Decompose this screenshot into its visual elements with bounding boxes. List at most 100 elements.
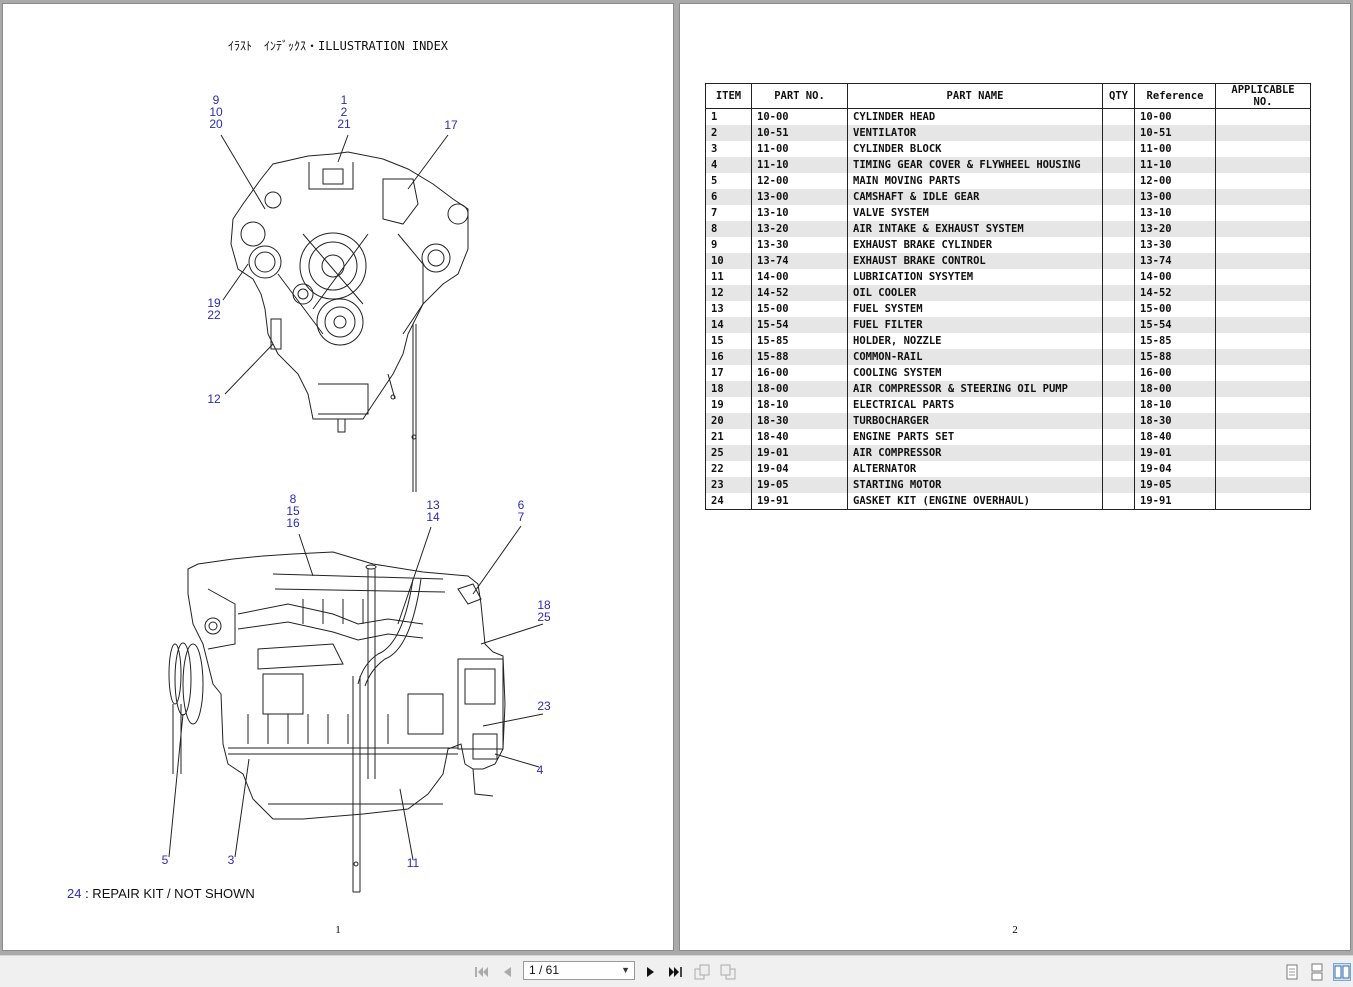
callout-4: 4: [536, 763, 544, 777]
cell-applicable-no: [1215, 269, 1311, 285]
cell-part-no: 12-00: [751, 173, 848, 189]
header-part-no: PART NO.: [751, 83, 848, 109]
cell-applicable-no: [1215, 173, 1311, 189]
continuous-view-icon[interactable]: [1308, 963, 1326, 981]
cell-reference: 15-54: [1134, 317, 1216, 333]
page-number-dropdown[interactable]: 1 / 61 ▼: [523, 961, 635, 980]
cell-qty: [1102, 108, 1135, 125]
cell-applicable-no: [1215, 317, 1311, 333]
cell-applicable-no: [1215, 141, 1311, 157]
cell-reference: 16-00: [1134, 365, 1216, 381]
previous-view-icon[interactable]: [694, 964, 710, 980]
cell-qty: [1102, 477, 1135, 493]
header-part-name: PART NAME: [847, 83, 1103, 109]
cell-part-name: VALVE SYSTEM: [847, 205, 1103, 221]
cell-item: 9: [705, 237, 752, 253]
next-page-icon[interactable]: [643, 964, 659, 980]
cell-reference: 10-51: [1134, 125, 1216, 141]
cell-part-name: MAIN MOVING PARTS: [847, 173, 1103, 189]
cell-part-name: AIR INTAKE & EXHAUST SYSTEM: [847, 221, 1103, 237]
cell-part-name: VENTILATOR: [847, 125, 1103, 141]
cell-qty: [1102, 301, 1135, 317]
cell-item: 15: [705, 333, 752, 349]
cell-applicable-no: [1215, 157, 1311, 173]
cell-part-no: 10-00: [751, 108, 848, 125]
cell-qty: [1102, 141, 1135, 157]
single-page-view-icon[interactable]: [1283, 963, 1301, 981]
cell-item: 3: [705, 141, 752, 157]
cell-reference: 13-00: [1134, 189, 1216, 205]
cell-qty: [1102, 429, 1135, 445]
cell-applicable-no: [1215, 285, 1311, 301]
cell-item: 6: [705, 189, 752, 205]
cell-part-no: 15-88: [751, 349, 848, 365]
page-number: 2: [1012, 924, 1018, 936]
cell-reference: 19-01: [1134, 445, 1216, 461]
cell-reference: 11-00: [1134, 141, 1216, 157]
cell-item: 1: [705, 108, 752, 125]
cell-applicable-no: [1215, 108, 1311, 125]
cell-qty: [1102, 333, 1135, 349]
cell-reference: 18-40: [1134, 429, 1216, 445]
cell-reference: 13-20: [1134, 221, 1216, 237]
header-item: ITEM: [705, 83, 752, 109]
cell-part-name: CYLINDER BLOCK: [847, 141, 1103, 157]
cell-part-no: 11-00: [751, 141, 848, 157]
header-qty: QTY: [1102, 83, 1135, 109]
cell-qty: [1102, 157, 1135, 173]
cell-item: 16: [705, 349, 752, 365]
cell-part-name: AIR COMPRESSOR & STEERING OIL PUMP: [847, 381, 1103, 397]
cell-qty: [1102, 285, 1135, 301]
cell-item: 2: [705, 125, 752, 141]
first-page-icon[interactable]: [474, 964, 490, 980]
cell-applicable-no: [1215, 397, 1311, 413]
previous-page-icon[interactable]: [499, 964, 515, 980]
cell-item: 22: [705, 461, 752, 477]
cell-reference: 18-30: [1134, 413, 1216, 429]
cell-reference: 15-85: [1134, 333, 1216, 349]
illustration-index-title: ｲﾗｽﾄ ｲﾝﾃﾞｯｸｽ・ILLUSTRATION INDEX: [227, 39, 449, 53]
cell-part-no: 13-20: [751, 221, 848, 237]
cell-part-name: FUEL SYSTEM: [847, 301, 1103, 317]
cell-qty: [1102, 269, 1135, 285]
current-page-label: 1 / 61: [529, 963, 560, 977]
cell-part-name: CYLINDER HEAD: [847, 108, 1103, 125]
cell-item: 12: [705, 285, 752, 301]
cell-applicable-no: [1215, 429, 1311, 445]
cell-part-no: 11-10: [751, 157, 848, 173]
cell-part-no: 15-54: [751, 317, 848, 333]
facing-pages-view-icon[interactable]: [1333, 963, 1351, 981]
cell-qty: [1102, 413, 1135, 429]
cell-reference: 11-10: [1134, 157, 1216, 173]
cell-qty: [1102, 349, 1135, 365]
cell-item: 25: [705, 445, 752, 461]
cell-part-no: 13-74: [751, 253, 848, 269]
cell-part-no: 13-30: [751, 237, 848, 253]
cell-qty: [1102, 221, 1135, 237]
cell-item: 11: [705, 269, 752, 285]
next-view-icon[interactable]: [720, 964, 736, 980]
last-page-icon[interactable]: [667, 964, 683, 980]
repair-kit-footnote: 24 : REPAIR KIT / NOT SHOWN: [67, 886, 255, 901]
